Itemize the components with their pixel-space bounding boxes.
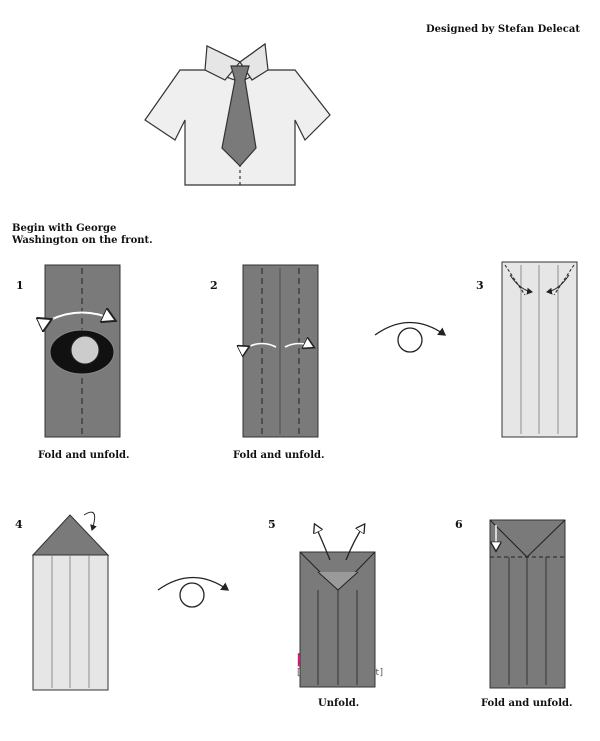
finished-shirt (144, 42, 331, 186)
step-4-number: 4 (15, 518, 23, 531)
step-6-caption: Fold and unfold. (481, 698, 573, 709)
designer-credit: Designed by Stefan Delecat (426, 24, 580, 35)
turn-over-icon-1 (374, 322, 447, 353)
step-5-caption: Unfold. (318, 698, 360, 709)
step-3-figure (501, 261, 578, 438)
intro-line-1: Begin with George (12, 223, 117, 234)
step-5-figure (299, 525, 376, 688)
step-3-number: 3 (476, 279, 484, 292)
intro-line-2: Washington on the front. (12, 235, 153, 246)
step-6-figure (489, 519, 566, 689)
step-2-number: 2 (210, 279, 218, 292)
step-1-number: 1 (16, 279, 24, 292)
step-2-caption: Fold and unfold. (233, 450, 325, 461)
tie-icon (221, 65, 257, 167)
step-1-figure (45, 264, 121, 438)
step-6-number: 6 (455, 518, 463, 531)
intro-text: Begin with George Washington on the fron… (12, 223, 153, 247)
step-1-caption: Fold and unfold. (38, 450, 130, 461)
step-4-figure (31, 511, 110, 691)
turn-over-icon-2 (157, 577, 230, 608)
step-5-number: 5 (268, 518, 276, 531)
step-2-figure (243, 264, 319, 438)
